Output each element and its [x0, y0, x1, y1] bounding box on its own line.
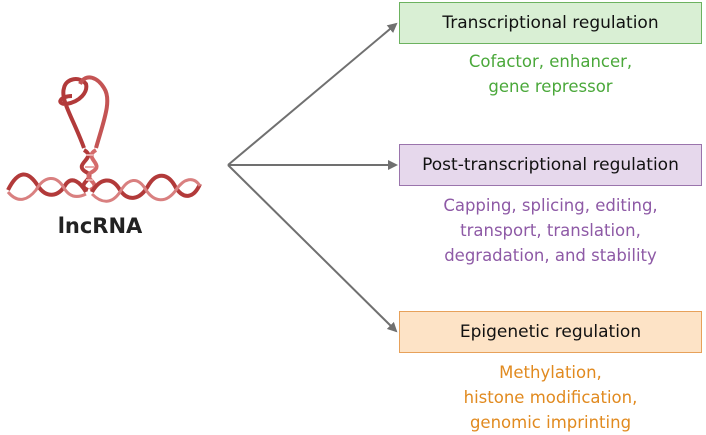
post-transcriptional-regulation-box: Post-transcriptional regulation — [399, 144, 702, 186]
detail-line: degradation, and stability — [444, 246, 657, 265]
arrow-to-epigenetic — [227, 164, 398, 333]
detail-line: transport, translation, — [460, 221, 641, 240]
detail-line: Cofactor, enhancer, — [468, 52, 633, 71]
arrow-to-transcriptional — [227, 22, 398, 166]
detail-line: Capping, splicing, editing, — [443, 196, 658, 215]
detail-line: histone modification, — [463, 388, 638, 407]
box-title: Post-transcriptional regulation — [422, 155, 679, 175]
epigenetic-regulation-details: Methylation, histone modification, genom… — [399, 360, 702, 435]
rna-helix-icon — [6, 75, 202, 203]
transcriptional-regulation-details: Cofactor, enhancer, gene repressor — [399, 49, 702, 99]
post-transcriptional-regulation-details: Capping, splicing, editing, transport, t… — [399, 193, 702, 268]
box-title: Epigenetic regulation — [459, 322, 642, 342]
detail-line: gene repressor — [488, 77, 613, 96]
box-title: Transcriptional regulation — [442, 13, 659, 33]
source-label: lncRNA — [57, 214, 143, 238]
transcriptional-regulation-box: Transcriptional regulation — [399, 2, 702, 44]
detail-line: genomic imprinting — [469, 413, 632, 432]
epigenetic-regulation-box: Epigenetic regulation — [399, 311, 702, 353]
detail-line: Methylation, — [499, 363, 602, 382]
